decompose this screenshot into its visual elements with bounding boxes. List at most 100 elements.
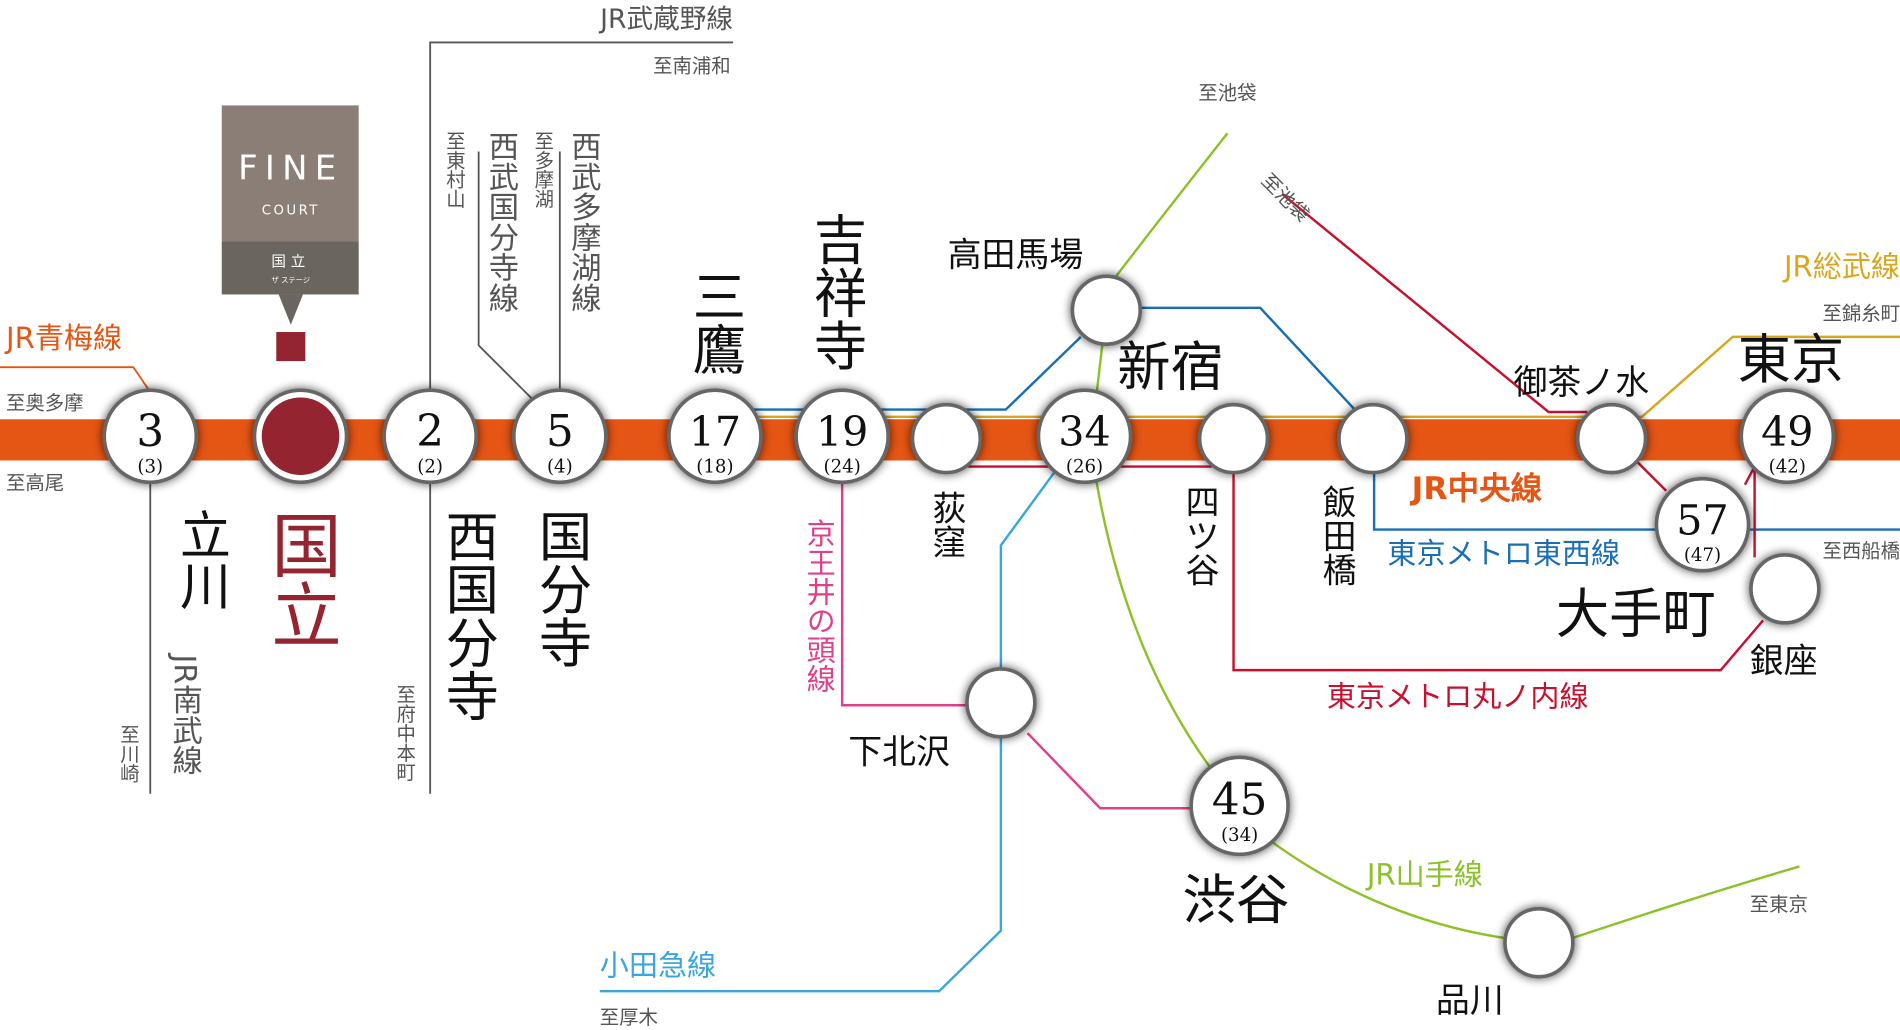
- station-shinagawa-circle[interactable]: [1503, 907, 1575, 979]
- tozai-line-upper: [727, 335, 1082, 411]
- station-mitaka-name: 三鷹: [684, 269, 746, 376]
- seibu-kokubunji-line: [477, 151, 534, 401]
- kichijoji-minutes: 19: [816, 408, 868, 456]
- odakyu-line-south: [599, 733, 1003, 993]
- tokyo-alt-minutes: (42): [1769, 457, 1806, 478]
- badge-bottom: [221, 241, 359, 295]
- station-ogikubo-name: 荻窪: [927, 491, 966, 559]
- station-iidabashi-circle[interactable]: [1337, 402, 1409, 475]
- dir-atsugi: 至厚木: [600, 1006, 658, 1029]
- station-yotsuya-circle[interactable]: [1197, 402, 1270, 475]
- sobu-line: [727, 335, 1900, 419]
- line-label-odakyu: 小田急線: [600, 948, 716, 982]
- yamanote-line-north: [1111, 132, 1229, 282]
- badge-name-sub: ザ ステージ: [272, 275, 310, 284]
- musashino-line: [429, 41, 734, 394]
- badge-top: [221, 105, 359, 242]
- station-takadanobaba-name: 高田馬場: [948, 236, 1084, 275]
- station-ochanomizu-name: 御茶ノ水: [1514, 363, 1650, 402]
- station-ochanomizu-circle[interactable]: [1575, 402, 1648, 475]
- tozai-line-mid: [1139, 306, 1356, 411]
- otemachi-alt-minutes: (47): [1684, 545, 1721, 566]
- line-label-ome: JR青梅線: [4, 321, 122, 355]
- station-ginza-name: 銀座: [1750, 642, 1818, 681]
- kichijoji-alt-minutes: (24): [824, 457, 861, 478]
- marunouchi-line-loop: [1232, 458, 1764, 672]
- property-badge[interactable]: FINE COURT 国立 ザ ステージ: [221, 105, 359, 362]
- mitaka-minutes: 17: [689, 408, 741, 456]
- dir-okutama: 至奥多摩: [6, 392, 84, 415]
- shibuya-minutes: 45: [1212, 775, 1267, 825]
- line-label-musashino: JR武蔵野線: [598, 4, 733, 35]
- shinjuku-minutes: 34: [1058, 408, 1110, 456]
- dir-ikebukuro-yamanote: 至池袋: [1198, 81, 1256, 104]
- dir-takao: 至高尾: [6, 472, 64, 495]
- station-tokyo-circle[interactable]: [1739, 388, 1836, 485]
- otemachi-minutes: 57: [1676, 496, 1728, 544]
- station-takadanobaba-circle[interactable]: [1070, 274, 1143, 346]
- dir-tamako: 至多摩湖: [531, 131, 554, 209]
- nishikokubunji-alt-minutes: (2): [417, 457, 443, 478]
- line-label-tozai: 東京メトロ東西線: [1387, 536, 1620, 570]
- station-kichijoji-circle[interactable]: [794, 388, 891, 485]
- inokashira-line: [840, 454, 970, 707]
- station-iidabashi-name: 飯田橋: [1317, 485, 1356, 587]
- line-label-nambu: JR南武線: [167, 652, 202, 775]
- line-label-seibu-kokubunji: 西武国分寺線: [483, 131, 518, 313]
- line-label-marunouchi: 東京メトロ丸ノ内線: [1327, 679, 1589, 713]
- tachikawa-alt-minutes: (3): [137, 457, 163, 478]
- dir-kinshicho: 至錦糸町: [1822, 302, 1900, 325]
- station-yotsuya-name: 四ツ谷: [1180, 485, 1219, 587]
- station-mitaka-circle[interactable]: [667, 388, 763, 485]
- station-ogikubo-circle[interactable]: [910, 402, 983, 475]
- tachikawa-minutes: 3: [136, 407, 164, 457]
- mitaka-alt-minutes: (18): [696, 457, 733, 478]
- station-otemachi-name: 大手町: [1556, 584, 1716, 646]
- yamanote-line-mid: [1095, 341, 1104, 394]
- tokyo-minutes: 49: [1761, 408, 1813, 456]
- badge-sub: COURT: [262, 203, 320, 218]
- odakyu-line: [999, 471, 1056, 673]
- dir-nishifunabashi: 至西船橋: [1822, 539, 1900, 562]
- station-tachikawa-circle[interactable]: [102, 388, 199, 485]
- station-kokubunji-circle[interactable]: [511, 388, 608, 485]
- nishikokubunji-minutes: 2: [416, 407, 444, 457]
- dir-minami-urawa: 至南浦和: [653, 55, 731, 78]
- station-shimokitazawa-name: 下北沢: [848, 732, 950, 771]
- station-tokyo-name: 東京: [1738, 329, 1845, 391]
- station-shinjuku-name: 新宿: [1117, 336, 1224, 398]
- station-nishikokubunji-circle[interactable]: [382, 388, 479, 485]
- dir-higashimurayama: 至東村山: [443, 131, 466, 209]
- badge-marker-icon: [276, 332, 306, 362]
- station-shimokitazawa-circle[interactable]: [965, 667, 1037, 739]
- dir-fuchu-hommachi: 至府中本町: [393, 685, 416, 782]
- station-shinagawa-name: 品川: [1436, 981, 1504, 1020]
- yamanote-line-shinagawa: [1271, 841, 1513, 941]
- yamanote-line-south: [1095, 482, 1213, 771]
- marunouchi-line-ikebukuro: [1281, 192, 1588, 414]
- dir-kawasaki: 至川崎: [117, 725, 140, 783]
- dir-tokyo: 至東京: [1750, 893, 1808, 916]
- station-nishikokubunji-name: 西国分寺: [437, 509, 499, 722]
- ome-leader-line: [0, 366, 153, 395]
- station-kunitachi-name: 国立: [260, 509, 342, 650]
- yamanote-line-tokyo: [1568, 865, 1800, 941]
- kokubunji-minutes: 5: [546, 407, 574, 457]
- kokubunji-alt-minutes: (4): [547, 457, 573, 478]
- station-otemachi-circle[interactable]: [1654, 476, 1751, 573]
- dir-ikebukuro-marunouchi: 至池袋: [1257, 169, 1314, 226]
- inokashira-line-south: [1026, 732, 1194, 810]
- marunouchi-line-tokyo: [1634, 459, 1667, 492]
- badge-brand: FINE: [238, 148, 343, 187]
- station-tachikawa-name: 立川: [170, 509, 229, 611]
- badge-name: 国立: [271, 254, 310, 271]
- home-marker-icon: [261, 397, 340, 476]
- line-label-yamanote: JR山手線: [1365, 858, 1483, 892]
- badge-pointer: [278, 294, 303, 325]
- station-ginza-circle[interactable]: [1749, 553, 1821, 625]
- station-shinjuku-circle[interactable]: [1036, 388, 1133, 485]
- station-shibuya-circle[interactable]: [1189, 755, 1290, 857]
- station-shibuya-name: 渋谷: [1183, 870, 1290, 932]
- shibuya-alt-minutes: (34): [1221, 825, 1258, 846]
